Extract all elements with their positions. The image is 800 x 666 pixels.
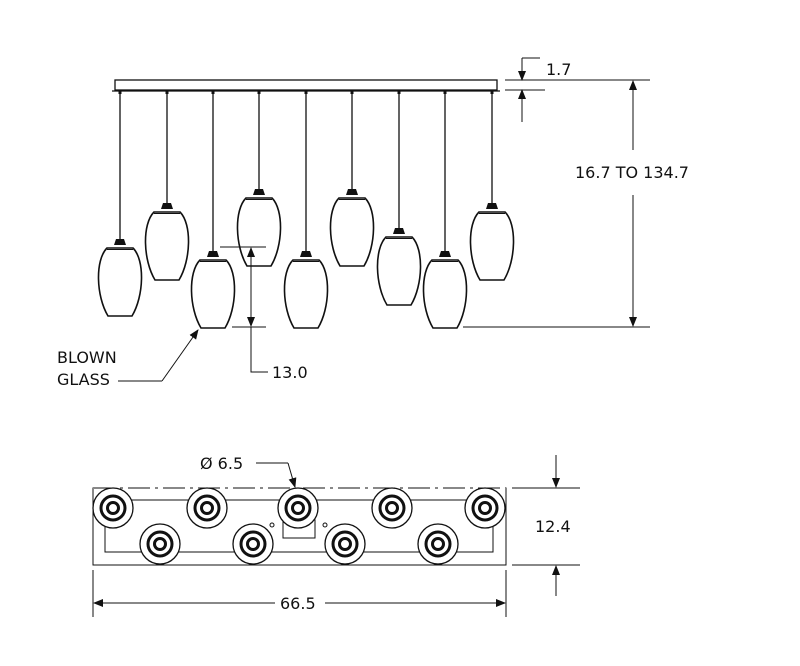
callout-line1: BLOWN bbox=[57, 348, 117, 367]
pendant-port bbox=[417, 523, 459, 565]
glass-height-dimension: 13.0 bbox=[220, 246, 308, 382]
blown-glass-callout: BLOWN GLASS bbox=[57, 329, 199, 389]
pendant-port bbox=[92, 487, 134, 529]
pendant-port bbox=[464, 487, 506, 529]
pendant-port bbox=[139, 523, 181, 565]
socket bbox=[253, 189, 265, 195]
width-label: 66.5 bbox=[280, 594, 316, 613]
pendants bbox=[97, 91, 515, 329]
socket bbox=[114, 239, 126, 245]
glass-shade bbox=[283, 259, 329, 329]
socket bbox=[439, 251, 451, 257]
plan-view: Ø 6.5 12.4 66.5 bbox=[92, 454, 580, 617]
diameter-label: Ø 6.5 bbox=[200, 454, 243, 473]
pendant-port bbox=[324, 523, 366, 565]
overall-height-dimension: 16.7 TO 134.7 bbox=[463, 79, 689, 328]
glass-shade bbox=[236, 197, 282, 267]
callout-line2: GLASS bbox=[57, 370, 110, 389]
pendant bbox=[190, 91, 236, 329]
pendant bbox=[376, 91, 422, 306]
glass-shade bbox=[329, 197, 375, 267]
pendant bbox=[283, 91, 329, 329]
canopy-thickness-dimension: 1.7 bbox=[505, 57, 571, 122]
glass-shade bbox=[144, 211, 190, 281]
pendant bbox=[469, 91, 515, 281]
depth-label: 12.4 bbox=[535, 517, 571, 536]
overall-height-label: 16.7 TO 134.7 bbox=[575, 163, 689, 182]
glass-shade bbox=[469, 211, 515, 281]
glass-shade bbox=[190, 259, 236, 329]
canopy bbox=[114, 79, 498, 91]
socket bbox=[161, 203, 173, 209]
socket bbox=[393, 228, 405, 234]
elevation-view: 1.7 16.7 TO 134.7 13.0 BLOWN GLASS bbox=[57, 57, 689, 389]
pendant-port bbox=[186, 487, 228, 529]
glass-height-label: 13.0 bbox=[272, 363, 308, 382]
socket bbox=[207, 251, 219, 257]
pendant bbox=[97, 91, 143, 317]
pendant-port bbox=[371, 487, 413, 529]
pendant bbox=[422, 91, 468, 329]
glass-shade bbox=[376, 236, 422, 306]
pendant-ports bbox=[92, 487, 506, 565]
glass-shade bbox=[422, 259, 468, 329]
pendant bbox=[236, 91, 282, 267]
pendant-port bbox=[277, 487, 319, 529]
pendant-port bbox=[232, 523, 274, 565]
canopy-thickness-label: 1.7 bbox=[546, 60, 571, 79]
socket bbox=[486, 203, 498, 209]
pendant bbox=[329, 91, 375, 267]
pendant bbox=[144, 91, 190, 281]
socket bbox=[300, 251, 312, 257]
glass-shade bbox=[97, 247, 143, 317]
socket bbox=[346, 189, 358, 195]
